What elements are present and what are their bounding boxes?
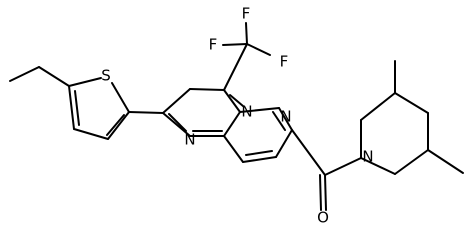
atom-N-pyrimidine: N bbox=[184, 131, 195, 149]
atom-F-right: F bbox=[280, 53, 289, 71]
atom-N-bridge: N bbox=[241, 103, 252, 121]
atom-S-thiophene: S bbox=[101, 67, 111, 85]
atom-O-carbonyl: O bbox=[317, 209, 329, 227]
molecule-structure: F F F S N N N N O bbox=[9, 5, 464, 227]
atom-labels: F F F S N N N N O bbox=[101, 5, 373, 227]
atom-N-piperidine: N bbox=[362, 148, 373, 166]
atom-F-top: F bbox=[242, 5, 251, 23]
bond-lines bbox=[9, 22, 464, 211]
atom-N-pyrazole: N bbox=[280, 108, 291, 126]
atom-F-left: F bbox=[209, 36, 218, 54]
